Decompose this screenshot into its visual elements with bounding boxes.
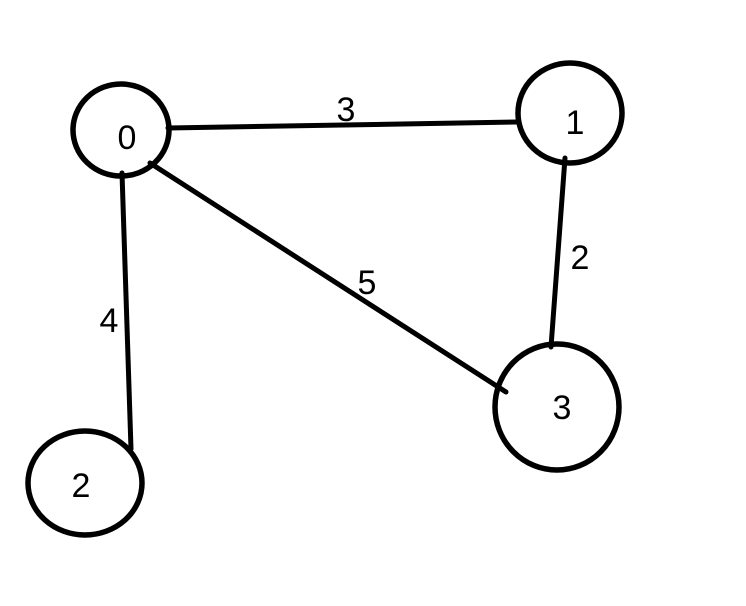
edge-0-2-weight: 4 xyxy=(100,302,119,340)
node-2-circle xyxy=(25,428,145,538)
node-1-label: 1 xyxy=(566,104,585,142)
nodes-layer xyxy=(25,60,625,538)
edge-0-1 xyxy=(165,119,521,131)
node-1-circle xyxy=(515,60,625,166)
edge-0-2 xyxy=(119,170,134,452)
edge-0-3 xyxy=(147,160,509,395)
node-2-label: 2 xyxy=(72,467,91,505)
text-layer: 0 1 2 3 3 4 5 2 xyxy=(72,91,590,505)
edges-layer xyxy=(119,119,568,452)
node-0-label: 0 xyxy=(118,119,137,157)
edge-1-3-weight: 2 xyxy=(571,239,590,277)
node-3-label: 3 xyxy=(553,389,572,427)
edge-1-3 xyxy=(548,155,568,350)
edge-0-3-weight: 5 xyxy=(358,264,377,302)
edge-0-1-weight: 3 xyxy=(337,91,356,129)
node-3-circle xyxy=(492,341,622,473)
